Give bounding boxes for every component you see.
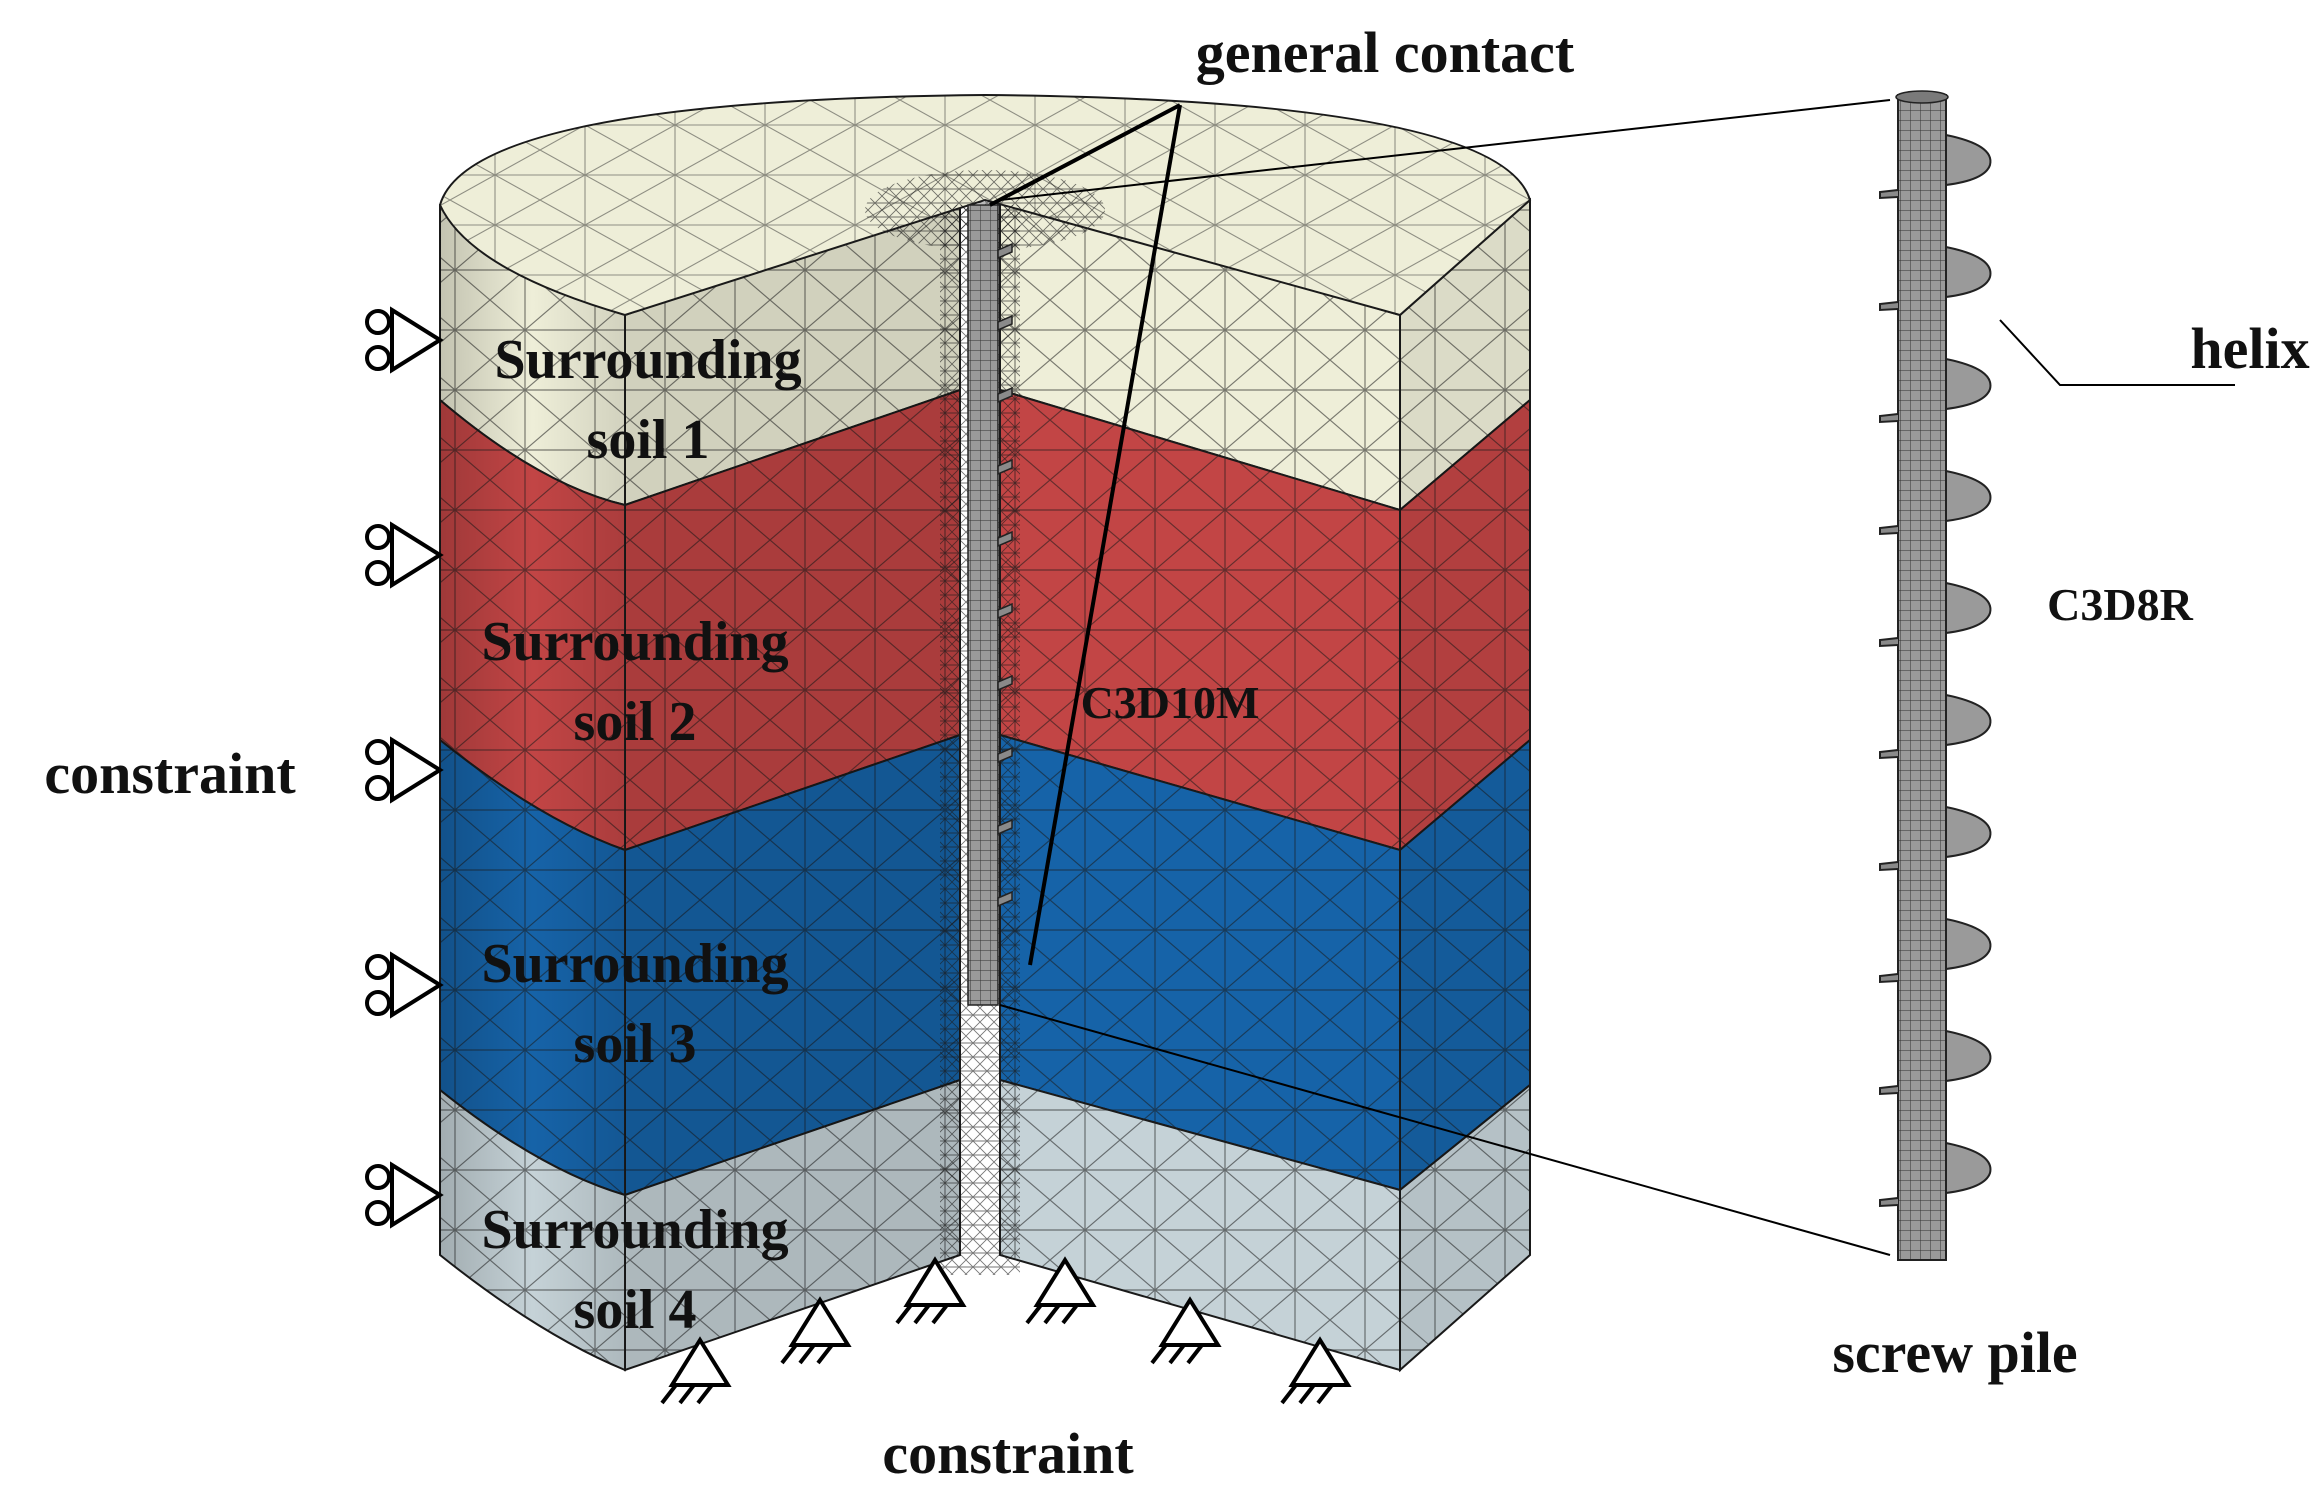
bottom-constraint-label: constraint (882, 1421, 1134, 1486)
helix-blade-right (1945, 581, 1992, 635)
soil-4-label-line1: Surrounding (481, 1199, 788, 1261)
cylinder-outer-side (439, 188, 626, 1372)
roller-support (365, 736, 444, 804)
helix-blade-left (1879, 301, 1899, 312)
cylinder-outer-side-right (1399, 197, 1531, 1373)
soil-1-label-line2: soil 1 (587, 409, 710, 471)
helix-blade-right (1945, 469, 1992, 523)
bottom-pin-constraints (660, 1256, 1352, 1405)
helix-label: helix (2190, 316, 2309, 381)
pile-helix-turns (1879, 133, 1992, 1208)
embedded-helix-blade (997, 458, 1013, 476)
leader-lines (989, 99, 2235, 1256)
cut-face-right (999, 198, 1401, 1372)
roller-support (365, 1161, 444, 1229)
embedded-screw-pile (967, 204, 1013, 1006)
helix-blade-left (1879, 973, 1899, 984)
pin-support (660, 1336, 732, 1405)
soil-4-label-line2: soil 4 (574, 1279, 697, 1341)
soil-3-label-line2: soil 3 (574, 1013, 697, 1075)
embedded-helix-blade (997, 674, 1013, 692)
screw-pile-detail (1879, 90, 1992, 1261)
roller-support (365, 306, 444, 374)
embedded-helix-blade (997, 386, 1013, 404)
helix-blade-right (1945, 133, 1992, 187)
embedded-helix-blade (997, 530, 1013, 548)
embedded-helix-blade (997, 242, 1013, 260)
helix-blade-left (1879, 413, 1899, 424)
helix-blade-right (1945, 357, 1992, 411)
helix-blade-right (1945, 693, 1992, 747)
embedded-helix-blade (997, 314, 1013, 332)
helix-blade-right (1945, 245, 1992, 299)
general-contact-label: general contact (1196, 20, 1575, 85)
embedded-helix-blade (997, 746, 1013, 764)
pin-support (1150, 1296, 1222, 1365)
pin-support (895, 1256, 967, 1325)
side-roller-constraints (365, 306, 444, 1229)
soil-2-label-line2: soil 2 (574, 691, 697, 753)
cut-face-left (624, 198, 961, 1372)
helix-blade-right (1945, 1141, 1992, 1195)
helix-blade-left (1879, 525, 1899, 536)
helix-blade-left (1879, 1085, 1899, 1096)
pin-support (1025, 1256, 1097, 1325)
pin-support (1280, 1336, 1352, 1405)
helix-blade-left (1879, 189, 1899, 200)
pile-element-type-label: C3D8R (2047, 579, 2193, 630)
roller-support (365, 521, 444, 589)
helix-blade-left (1879, 861, 1899, 872)
soil-element-type-label: C3D10M (1081, 677, 1260, 728)
cylinder-top-face (438, 93, 1532, 317)
side-constraint-label: constraint (44, 741, 296, 806)
embedded-helix-blade (997, 818, 1013, 836)
soil-3-label-line1: Surrounding (481, 933, 788, 995)
helix-blade-right (1945, 1029, 1992, 1083)
helix-blade-left (1879, 749, 1899, 760)
soil-1-label-line1: Surrounding (494, 329, 801, 391)
embedded-helix-blade (997, 890, 1013, 908)
helix-blade-left (1879, 1197, 1899, 1208)
pin-support (780, 1296, 852, 1365)
soil-2-label-line1: Surrounding (481, 611, 788, 673)
embedded-helix-blade (997, 602, 1013, 620)
helix-blade-left (1879, 637, 1899, 648)
helix-blade-right (1945, 917, 1992, 971)
embedded-helix (997, 242, 1013, 908)
screw-pile-label: screw pile (1832, 1320, 2077, 1385)
helix-blade-right (1945, 805, 1992, 859)
roller-support (365, 951, 444, 1019)
